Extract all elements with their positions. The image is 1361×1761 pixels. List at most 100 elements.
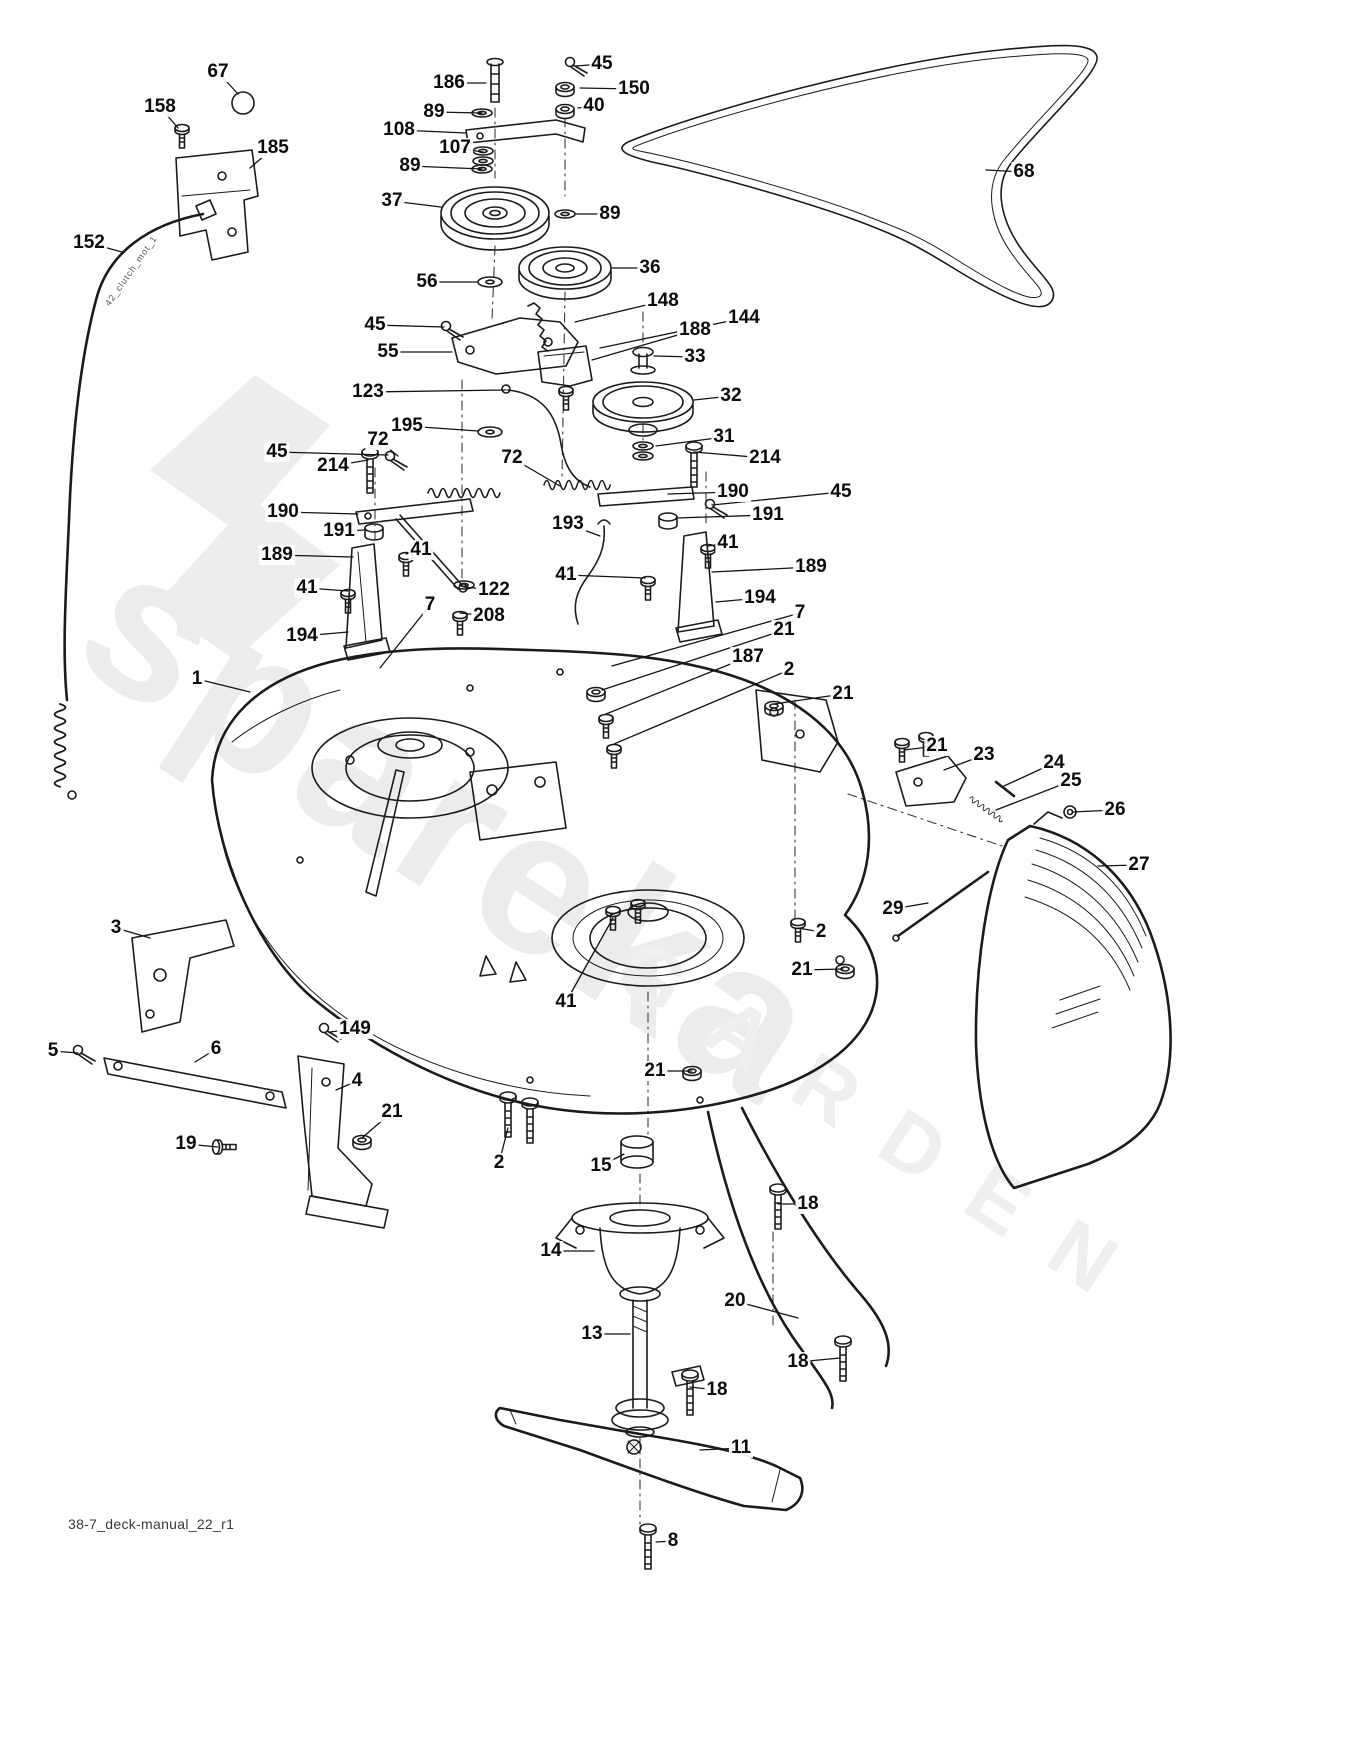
part-callout-72: 72 bbox=[499, 447, 525, 469]
part-callout-19: 19 bbox=[173, 1133, 199, 1155]
bar-6 bbox=[103, 1057, 287, 1109]
plate-55 bbox=[451, 317, 579, 375]
part-callout-56: 56 bbox=[414, 271, 440, 293]
part-callout-27: 27 bbox=[1126, 854, 1152, 876]
part-callout-21: 21 bbox=[789, 959, 815, 981]
part-27-discharge-cover bbox=[974, 811, 1172, 1190]
part-callout-21: 21 bbox=[771, 619, 797, 641]
part-callout-20: 20 bbox=[722, 1290, 748, 1312]
part-callout-33: 33 bbox=[682, 346, 708, 368]
part-callout-185: 185 bbox=[255, 137, 291, 159]
bracket-23 bbox=[895, 755, 967, 807]
foot-194 bbox=[675, 619, 723, 643]
part-callout-148: 148 bbox=[645, 290, 681, 312]
part-callout-108: 108 bbox=[381, 119, 417, 141]
part-callout-5: 5 bbox=[45, 1040, 61, 1062]
center-baffle bbox=[469, 761, 567, 841]
part-callout-8: 8 bbox=[665, 1530, 681, 1552]
part-callout-3: 3 bbox=[108, 917, 124, 939]
bolt-33-head bbox=[632, 346, 654, 358]
part-callout-190: 190 bbox=[715, 481, 751, 503]
part-callout-7: 7 bbox=[422, 594, 438, 616]
link-123 bbox=[507, 389, 591, 488]
bolt-186-head bbox=[486, 57, 504, 67]
leader-line bbox=[711, 491, 842, 506]
part-15-bearing bbox=[620, 1135, 654, 1169]
part-callout-45: 45 bbox=[828, 481, 854, 503]
part-callout-7: 7 bbox=[792, 602, 808, 624]
part-callout-191: 191 bbox=[321, 520, 357, 542]
part-callout-21: 21 bbox=[379, 1101, 405, 1123]
part-callout-31: 31 bbox=[711, 426, 737, 448]
part-callout-24: 24 bbox=[1041, 752, 1067, 774]
part-callout-14: 14 bbox=[538, 1240, 564, 1262]
part-callout-45: 45 bbox=[589, 53, 615, 75]
part-callout-188: 188 bbox=[677, 319, 713, 341]
leader-line bbox=[276, 451, 389, 456]
part-callout-89: 89 bbox=[397, 155, 423, 177]
leader-line bbox=[605, 656, 749, 715]
bracket-188-144 bbox=[537, 345, 593, 387]
leader-line bbox=[367, 389, 507, 393]
leader-line bbox=[601, 629, 785, 691]
part-callout-6: 6 bbox=[208, 1038, 224, 1060]
bracket-3 bbox=[131, 919, 235, 1033]
part-callout-189: 189 bbox=[793, 556, 829, 578]
part-callout-41: 41 bbox=[715, 532, 741, 554]
part-callout-23: 23 bbox=[971, 744, 997, 766]
part-callout-45: 45 bbox=[264, 441, 290, 463]
part-callout-18: 18 bbox=[704, 1379, 730, 1401]
rod-29 bbox=[896, 870, 990, 938]
part-callout-186: 186 bbox=[431, 72, 467, 94]
part-callout-41: 41 bbox=[553, 991, 579, 1013]
part-callout-190: 190 bbox=[265, 501, 301, 523]
part-callout-158: 158 bbox=[142, 96, 178, 118]
idler-arm-assembly bbox=[440, 302, 694, 488]
part-callout-208: 208 bbox=[471, 605, 507, 627]
part-callout-150: 150 bbox=[616, 78, 652, 100]
part-callout-21: 21 bbox=[642, 1060, 668, 1082]
part-callout-194: 194 bbox=[742, 587, 778, 609]
bracket-4 bbox=[297, 1055, 373, 1207]
part-callout-26: 26 bbox=[1102, 799, 1128, 821]
washer-195 bbox=[477, 426, 503, 438]
part-callout-41: 41 bbox=[553, 564, 579, 586]
part-callout-13: 13 bbox=[579, 1323, 605, 1345]
part-callout-68: 68 bbox=[1011, 161, 1037, 183]
part-callout-149: 149 bbox=[337, 1018, 373, 1040]
spring-148 bbox=[527, 302, 549, 352]
leader-line bbox=[613, 669, 790, 745]
part-callout-15: 15 bbox=[588, 1155, 614, 1177]
bracket-189 bbox=[345, 543, 383, 649]
part-callout-2: 2 bbox=[781, 659, 797, 681]
part-callout-89: 89 bbox=[421, 101, 447, 123]
part-callout-214: 214 bbox=[747, 447, 783, 469]
part-callout-1: 1 bbox=[189, 668, 205, 690]
part-callout-107: 107 bbox=[437, 137, 473, 159]
leader-line bbox=[599, 317, 745, 349]
part-13-shaft bbox=[611, 1299, 669, 1438]
part-callout-195: 195 bbox=[389, 415, 425, 437]
part-37-idler-pulley bbox=[440, 186, 550, 251]
part-callout-2: 2 bbox=[813, 921, 829, 943]
part-callout-67: 67 bbox=[205, 61, 231, 83]
part-36-flat-idler-pulley bbox=[518, 246, 612, 300]
leader-line bbox=[565, 917, 614, 1003]
part-14-mandrel-housing bbox=[555, 1202, 725, 1302]
top-hardware-stack bbox=[440, 56, 612, 300]
part-callout-122: 122 bbox=[476, 579, 512, 601]
part-callout-32: 32 bbox=[718, 385, 744, 407]
part-callout-152: 152 bbox=[71, 232, 107, 254]
leader-line bbox=[379, 604, 431, 669]
leader-line bbox=[196, 678, 251, 693]
part-callout-40: 40 bbox=[581, 95, 607, 117]
bracket-189 bbox=[677, 531, 715, 633]
tension-assembly-right bbox=[543, 441, 728, 643]
part-callout-18: 18 bbox=[795, 1193, 821, 1215]
part-callout-36: 36 bbox=[637, 257, 663, 279]
left-lower-brackets bbox=[72, 919, 389, 1229]
part-68-belt bbox=[621, 44, 1098, 308]
spindle-assembly bbox=[499, 1091, 852, 1570]
